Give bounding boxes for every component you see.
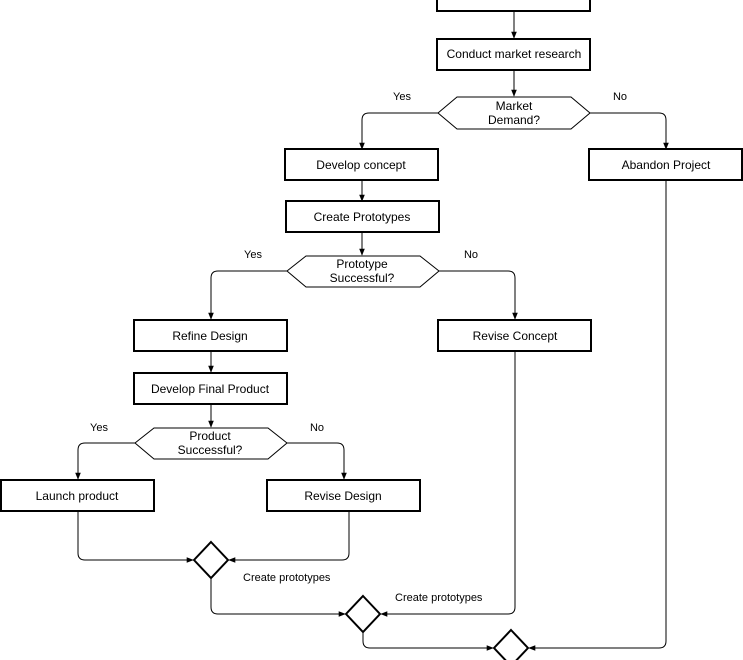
create-prototypes-label: Create Prototypes — [314, 210, 411, 224]
proto-success-line2: Successful? — [330, 271, 395, 285]
edge-abandon-to-merge3 — [528, 180, 667, 651]
product-no-label: No — [310, 422, 324, 434]
market-demand-line2: Demand? — [488, 113, 540, 127]
refine-design-label: Refine Design — [172, 329, 247, 343]
node-refine-design[interactable]: Refine Design — [133, 319, 288, 352]
merge-diamond-1[interactable] — [192, 540, 230, 580]
edge-revise-concept-to-merge2 — [380, 351, 516, 617]
product-success-line1: Product — [189, 429, 231, 443]
edge-proto-no — [439, 270, 518, 320]
edge-product-yes — [75, 442, 135, 480]
develop-final-label: Develop Final Product — [151, 382, 270, 396]
node-create-prototypes[interactable]: Create Prototypes — [285, 200, 440, 233]
product-yes-label: Yes — [90, 422, 108, 434]
node-top-partial[interactable] — [436, 0, 591, 12]
node-develop-concept[interactable]: Develop concept — [284, 148, 439, 181]
proto-no-label: No — [464, 249, 478, 261]
edge-labels: Yes No Yes No Yes No Create prototypes C… — [90, 91, 627, 604]
revise-concept-label: Revise Concept — [473, 329, 558, 343]
market-yes-label: Yes — [393, 91, 411, 103]
merge2-label: Create prototypes — [395, 592, 483, 604]
node-revise-design[interactable]: Revise Design — [266, 479, 421, 512]
edge-revise-design-to-merge1 — [228, 511, 350, 563]
edge-merge1-to-merge2 — [210, 578, 346, 617]
node-revise-concept[interactable]: Revise Concept — [437, 319, 592, 352]
node-abandon-project[interactable]: Abandon Project — [588, 148, 743, 181]
node-market-research[interactable]: Conduct market research — [436, 38, 591, 71]
node-develop-final-product[interactable]: Develop Final Product — [133, 372, 288, 405]
edge-product-no — [287, 442, 347, 480]
edge-merge2-to-merge3 — [362, 632, 494, 651]
edge-demand-no — [590, 112, 669, 150]
edge-demand-yes — [359, 112, 438, 150]
merge-diamond-2[interactable] — [344, 594, 382, 634]
market-research-label: Conduct market research — [447, 47, 582, 61]
merge1-label: Create prototypes — [243, 572, 331, 584]
decision-prototype-successful[interactable]: Prototype Successful? — [286, 255, 440, 288]
product-success-line2: Successful? — [178, 443, 243, 457]
market-no-label: No — [613, 91, 627, 103]
revise-design-label: Revise Design — [304, 489, 381, 503]
edges — [75, 11, 669, 651]
proto-yes-label: Yes — [244, 249, 262, 261]
market-demand-line1: Market — [496, 99, 533, 113]
abandon-project-label: Abandon Project — [622, 158, 711, 172]
decision-market-demand[interactable]: Market Demand? — [437, 96, 591, 130]
edge-proto-yes — [208, 270, 287, 320]
launch-product-label: Launch product — [36, 489, 119, 503]
decision-product-successful[interactable]: Product Successful? — [134, 427, 288, 460]
proto-success-line1: Prototype — [336, 257, 388, 271]
develop-concept-label: Develop concept — [316, 158, 406, 172]
merge-diamond-3[interactable] — [492, 628, 530, 660]
edge-launch-to-merge1 — [77, 511, 194, 563]
node-launch-product[interactable]: Launch product — [0, 479, 155, 512]
